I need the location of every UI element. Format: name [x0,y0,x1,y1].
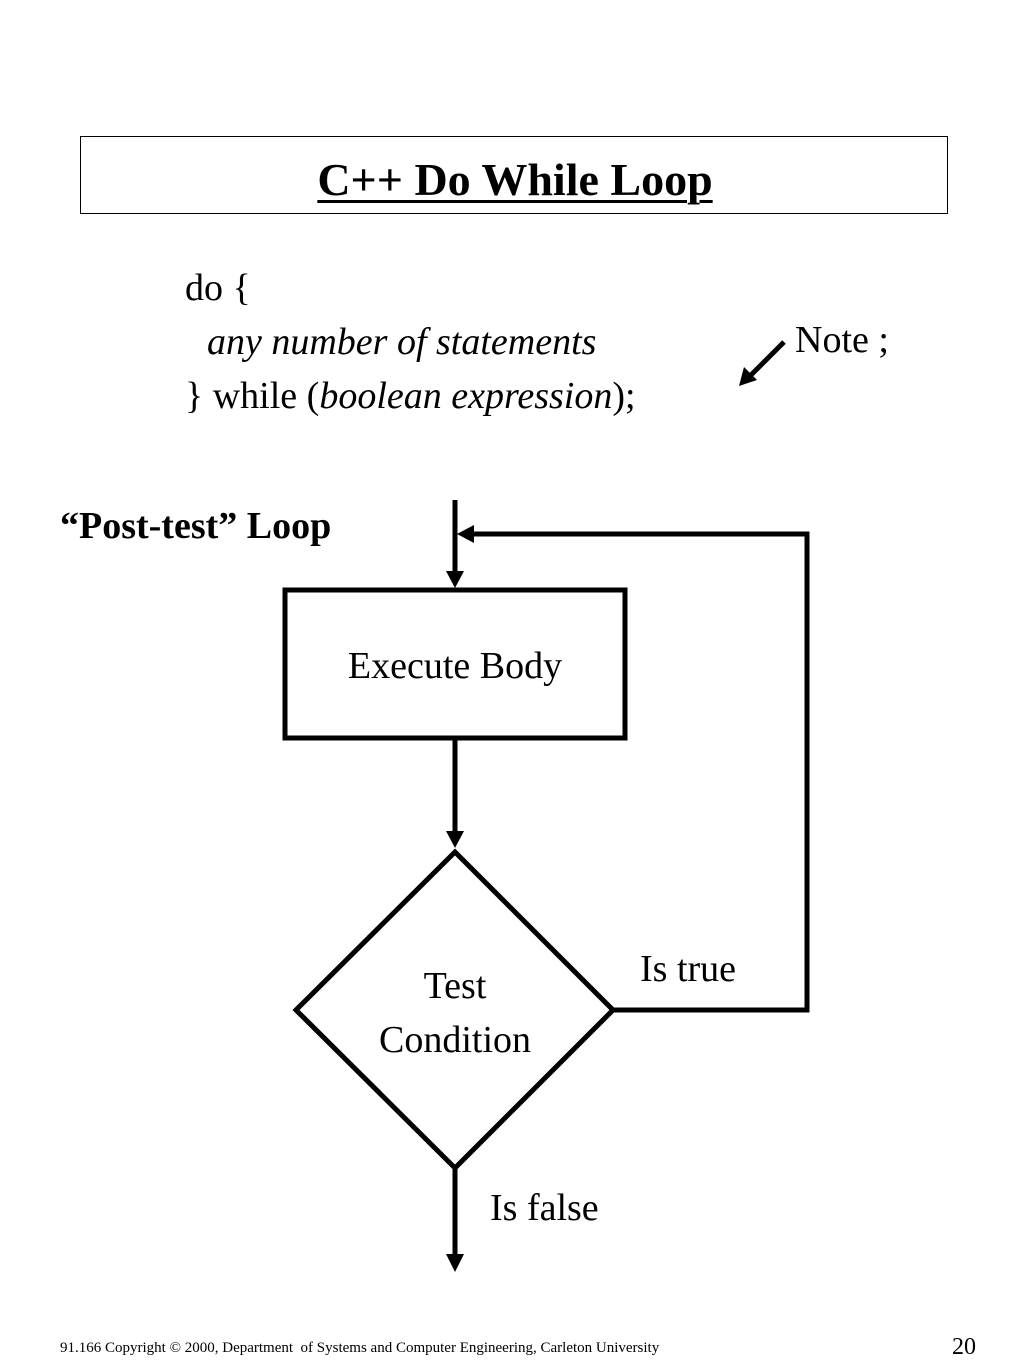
true-branch-label: Is true [640,948,737,990]
false-exit-arrow [446,1168,464,1272]
false-branch-label: Is false [490,1187,599,1229]
loop-type-label: “Post-test” Loop [60,505,332,547]
copyright-footer: 91.166 Copyright © 2000, Department of S… [60,1340,660,1356]
code-while-suffix: ); [612,375,636,417]
page-number: 20 [952,1334,976,1360]
code-line-statements: any number of statements [207,321,597,363]
test-condition-diamond [292,848,617,1172]
code-line-do: do { [185,267,251,309]
entry-arrow [446,500,464,588]
true-loop-back-arrow [457,525,810,1013]
code-while-prefix: } while ( [185,375,320,417]
title-box [80,136,948,214]
note-label: Note ; [795,319,889,361]
arrow-icon [739,340,786,386]
code-boolean-expression: boolean expression [319,375,613,417]
code-line-while: } while (boolean expression); [185,374,636,418]
condition-label-condition: Condition [378,1019,532,1061]
body-to-condition-arrow [446,738,464,848]
page-title: C++ Do While Loop [317,154,713,205]
execute-body-label: Execute Body [347,645,563,687]
condition-label-test: Test [423,965,487,1007]
